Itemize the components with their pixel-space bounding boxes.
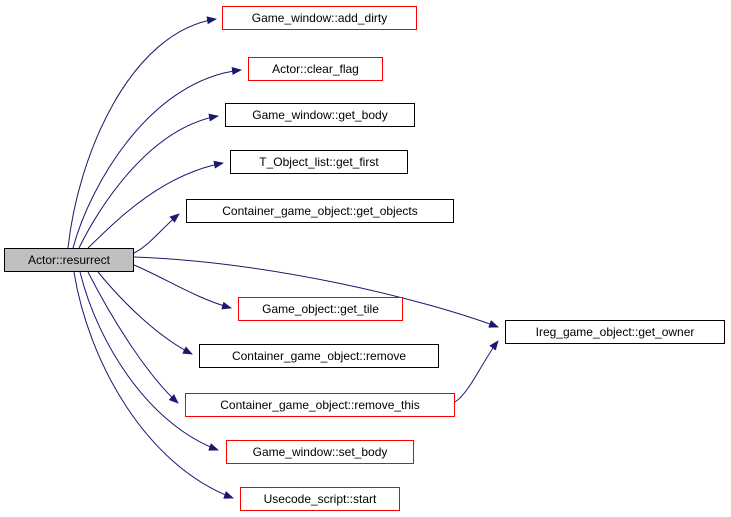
edge-resurrect-to-start [73, 271, 234, 499]
node-actor-clear-flag[interactable]: Actor::clear_flag [248, 57, 383, 81]
edge-remove-this-to-get-owner [454, 340, 499, 403]
edge-resurrect-to-remove [97, 271, 193, 355]
node-game-window-get-body[interactable]: Game_window::get_body [225, 103, 415, 127]
node-game-window-add-dirty[interactable]: Game_window::add_dirty [222, 6, 417, 30]
edge-resurrect-to-add-dirty [67, 16, 217, 249]
edge-resurrect-to-get-tile [133, 264, 232, 310]
edge-resurrect-to-clear-flag [72, 67, 242, 249]
edge-resurrect-to-get-body [78, 113, 219, 249]
edge-resurrect-to-set-body [79, 271, 219, 451]
edge-resurrect-to-get-objects [133, 213, 180, 254]
node-game-window-set-body[interactable]: Game_window::set_body [226, 440, 414, 464]
node-container-game-object-remove-this[interactable]: Container_game_object::remove_this [185, 393, 455, 417]
edge-resurrect-to-remove-this [87, 271, 179, 404]
node-game-object-get-tile[interactable]: Game_object::get_tile [238, 297, 403, 321]
edge-resurrect-to-get-first [87, 160, 224, 249]
node-container-game-object-get-objects[interactable]: Container_game_object::get_objects [186, 199, 454, 223]
node-container-game-object-remove[interactable]: Container_game_object::remove [199, 344, 439, 368]
node-t-object-list-get-first[interactable]: T_Object_list::get_first [230, 150, 408, 174]
node-usecode-script-start[interactable]: Usecode_script::start [240, 487, 400, 511]
edge-resurrect-to-get-owner [133, 256, 499, 328]
node-ireg-game-object-get-owner[interactable]: Ireg_game_object::get_owner [505, 320, 725, 344]
node-actor-resurrect: Actor::resurrect [4, 248, 134, 272]
